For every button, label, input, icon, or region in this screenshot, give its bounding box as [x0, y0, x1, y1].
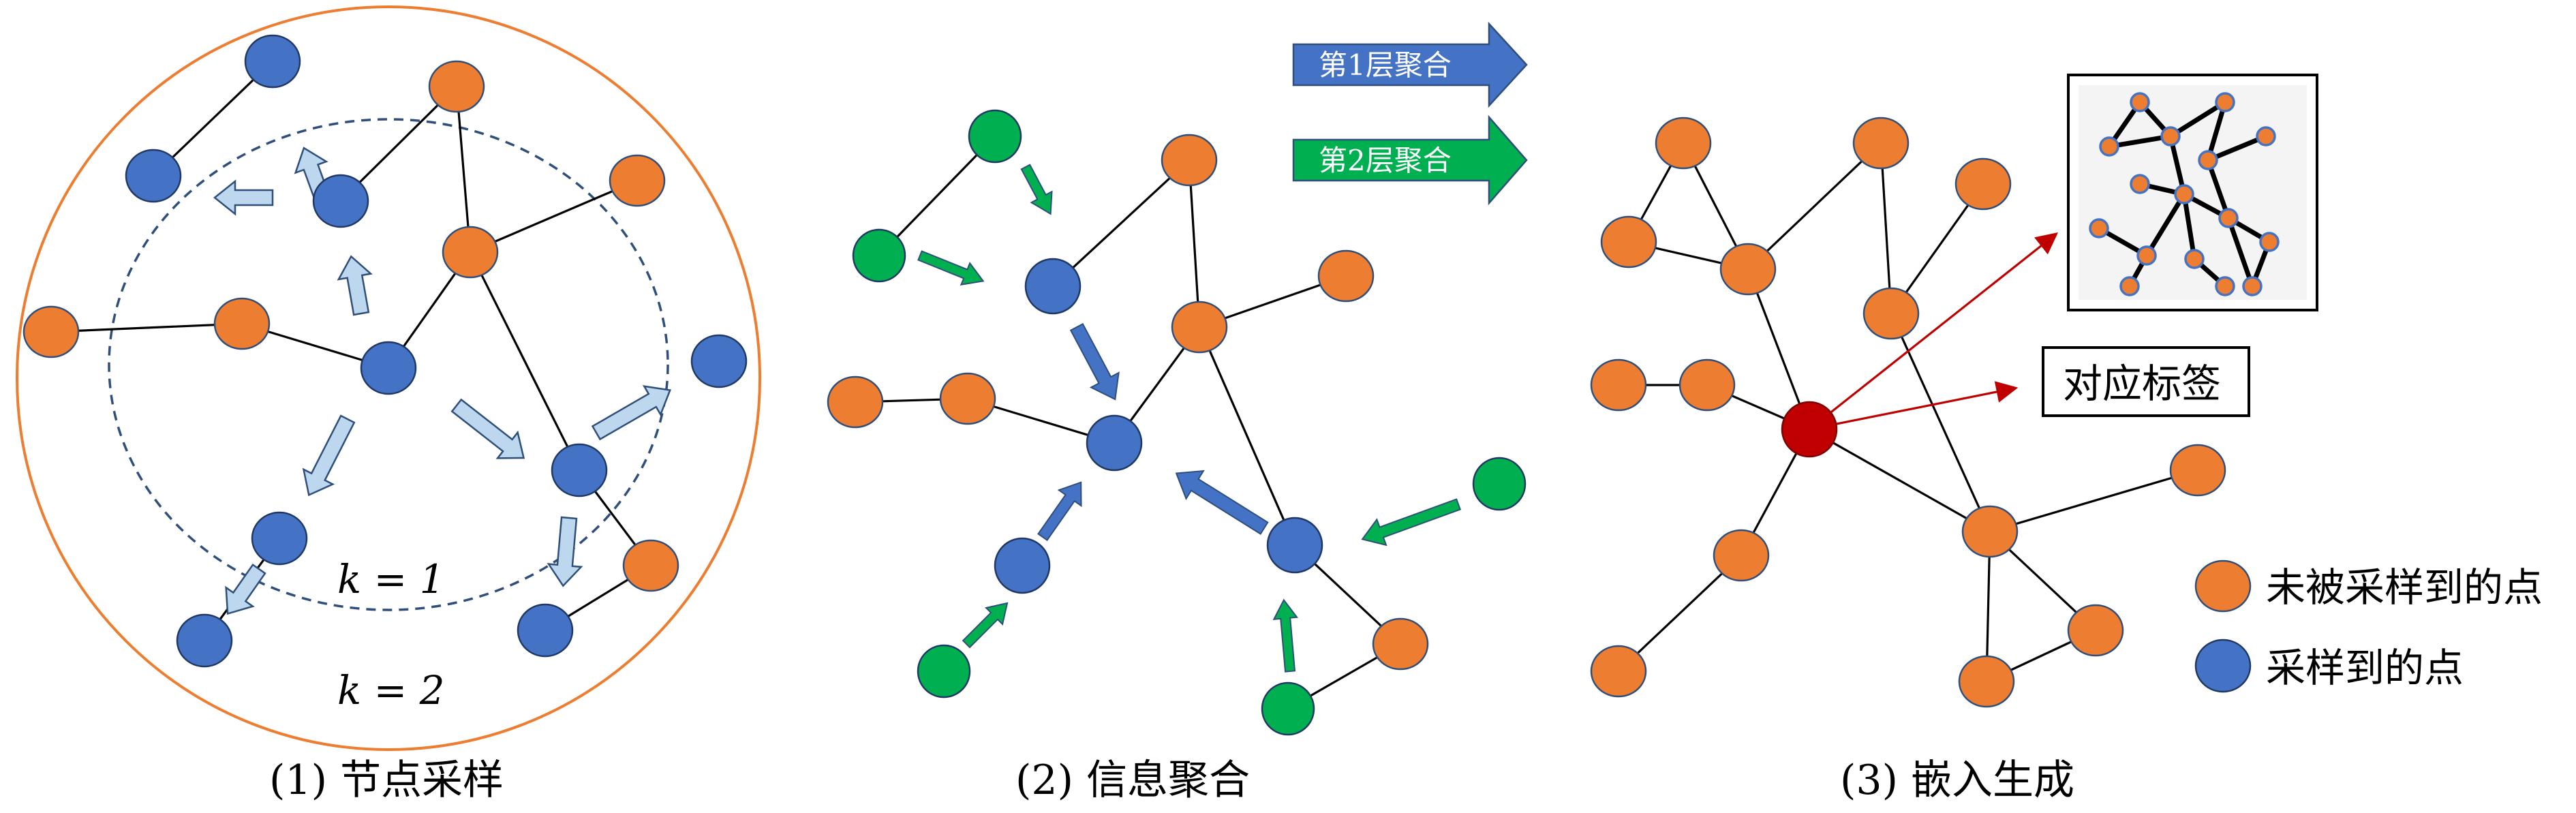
second-hop-node	[968, 109, 1022, 164]
sampling-arrow	[213, 179, 274, 216]
unsampled-node	[939, 372, 996, 425]
caption-information-aggregation: (2) 信息聚合	[1015, 756, 1250, 804]
legend: 未被采样到的点 采样到的点	[2194, 559, 2543, 693]
unsampled-node	[1713, 529, 1770, 582]
green-aggregation-arrow	[962, 602, 1009, 649]
unsampled-node	[2067, 604, 2124, 657]
panel1-nodes	[22, 34, 748, 668]
sampled-node	[360, 341, 417, 395]
green-aggregation-arrow	[917, 250, 985, 286]
corresponding-label-box: 对应标签	[2042, 346, 2250, 417]
inner-dashed-boundary-k1	[108, 118, 669, 611]
corresponding-label-text: 对应标签	[2063, 361, 2221, 407]
graph-embedding-inset	[2067, 74, 2318, 311]
layer1-aggregation-label: 第1层聚合	[1319, 48, 1452, 82]
unsampled-node	[2169, 444, 2226, 497]
sampling-arrow	[547, 516, 583, 587]
pointer-to-graph-inset	[1809, 232, 2059, 431]
sampling-arrow	[450, 398, 525, 459]
sampled-node	[251, 511, 308, 566]
unsampled-node	[1954, 157, 2012, 211]
sampling-arrow	[337, 255, 373, 316]
target-node	[1086, 414, 1143, 472]
panel-embedding-generation: 对应标签 (3) 嵌入生成	[1590, 74, 2318, 804]
green-aggregation-arrow	[1020, 164, 1053, 215]
layer2-aggregation-arrow: 第2层聚合	[1292, 114, 1528, 206]
first-hop-node	[994, 537, 1051, 594]
legend-sampled-swatch	[2194, 639, 2252, 693]
unsampled-node	[428, 60, 485, 113]
blue-aggregation-arrow	[1175, 470, 1269, 535]
unsampled-node	[1372, 617, 1429, 671]
sampled-node	[690, 334, 748, 388]
legend-sampled-label: 采样到的点	[2266, 645, 2464, 691]
unsampled-node	[1655, 117, 1712, 170]
pointer-to-label	[1809, 381, 2019, 431]
sampled-node	[176, 613, 233, 668]
unsampled-node	[22, 305, 80, 358]
unsampled-node	[1590, 358, 1647, 412]
aggregation-arrows	[917, 164, 1462, 673]
unsampled-node	[1161, 134, 1218, 187]
unsampled-node	[213, 297, 271, 350]
unsampled-node	[1600, 215, 1657, 269]
unsampled-node	[827, 375, 884, 429]
first-hop-node	[1266, 517, 1323, 574]
unsampled-node	[1862, 287, 1920, 340]
unsampled-node	[1171, 301, 1228, 354]
legend-unsampled-swatch	[2194, 559, 2252, 613]
embedded-target-node	[1781, 401, 1838, 458]
outer-sampling-boundary	[16, 5, 761, 751]
unsampled-node	[1958, 655, 2015, 708]
blue-aggregation-arrow	[1069, 322, 1120, 401]
green-aggregation-arrow	[1361, 498, 1462, 547]
unsampled-node	[1317, 249, 1375, 303]
panel3-nodes	[1590, 117, 2226, 708]
panel2-nodes	[827, 109, 1527, 736]
sampling-arrows	[213, 147, 671, 615]
layer2-aggregation-label: 第2层聚合	[1319, 144, 1452, 177]
unsampled-node	[1852, 117, 1910, 170]
unsampled-node	[1961, 505, 2019, 558]
sampling-arrow	[591, 385, 671, 441]
green-aggregation-arrow	[1272, 598, 1299, 673]
sampled-node	[125, 149, 182, 203]
unsampled-node	[1590, 645, 1647, 698]
unsampled-node	[622, 539, 679, 592]
panel-information-aggregation: 第1层聚合 第2层聚合	[827, 21, 1528, 804]
second-hop-node	[1261, 681, 1315, 736]
blue-aggregation-arrow	[1037, 481, 1082, 541]
unsampled-node	[609, 154, 666, 207]
second-hop-node	[852, 228, 906, 283]
caption-embedding-generation: (3) 嵌入生成	[1840, 756, 2074, 804]
unsampled-node	[1719, 243, 1777, 296]
sampled-node	[244, 34, 301, 89]
panel-node-sampling: k = 1 k = 2 (1) 节点采样	[16, 5, 761, 804]
second-hop-node	[1472, 457, 1527, 511]
k2-label: k = 2	[337, 667, 445, 714]
layer1-aggregation-arrow: 第1层聚合	[1292, 21, 1528, 108]
sampled-node	[517, 603, 574, 658]
sampling-arrow	[225, 563, 266, 615]
legend-unsampled-label: 未被采样到的点	[2266, 564, 2543, 611]
second-hop-node	[917, 644, 971, 699]
unsampled-node	[442, 226, 499, 279]
caption-node-sampling: (1) 节点采样	[269, 756, 504, 804]
sampled-node	[312, 174, 369, 228]
sampling-arrow	[302, 414, 356, 497]
sampled-node	[551, 443, 608, 497]
first-hop-node	[1024, 258, 1082, 315]
unsampled-node	[1678, 358, 1736, 412]
k1-label: k = 1	[337, 556, 445, 602]
